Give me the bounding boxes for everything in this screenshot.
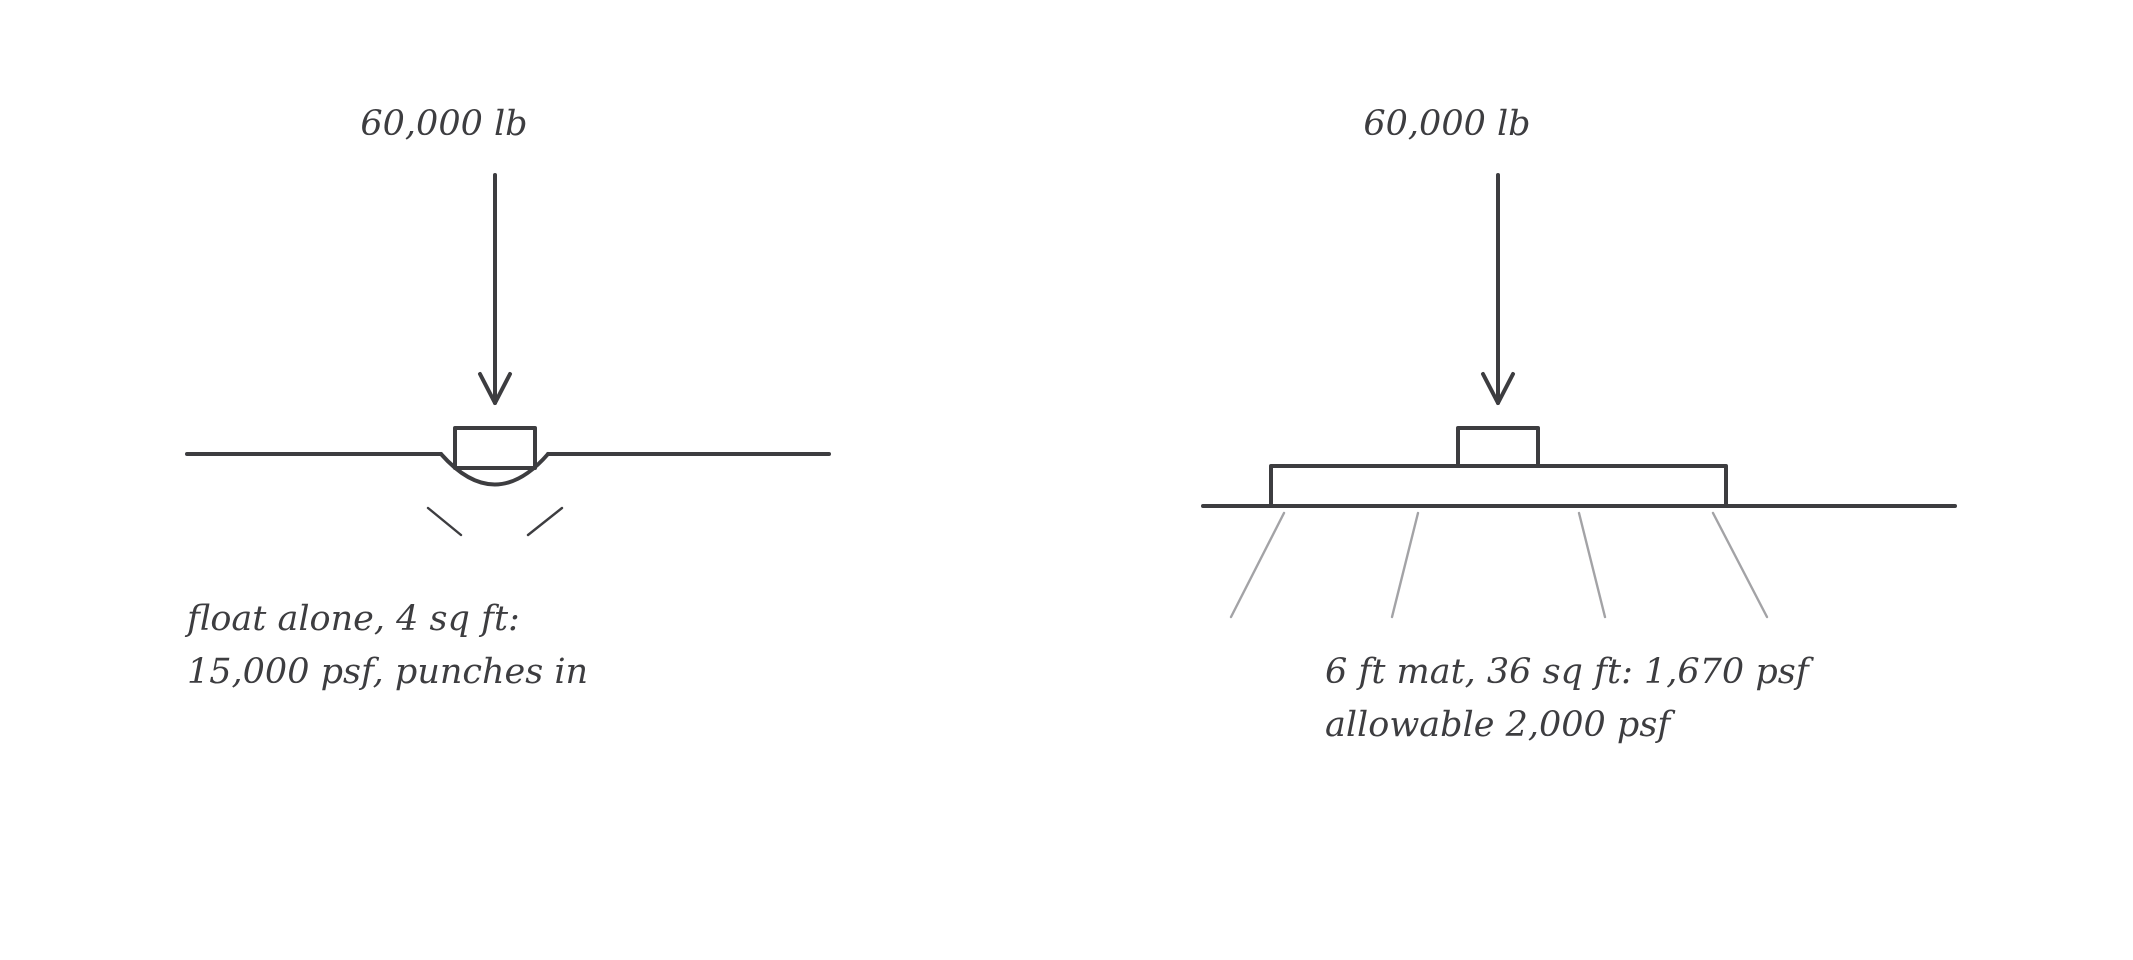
right-pressure-spread-lines: [1229, 511, 1769, 619]
right-pressure-line-4: [1711, 511, 1769, 619]
left-caption-line-1: float alone, 4 sq ft:: [184, 599, 520, 639]
right-pressure-line-1: [1229, 511, 1286, 619]
right-mat: [1269, 464, 1728, 508]
left-pressure-mark-right: [526, 506, 564, 537]
right-pressure-line-2: [1390, 511, 1420, 619]
right-float-block: [1456, 426, 1540, 468]
right-panel: 60,000 lb 6 ft mat, 36 sq ft: 1,670 psf …: [1201, 104, 1957, 745]
left-float-block: [453, 426, 537, 470]
left-load-label: 60,000 lb: [360, 104, 527, 144]
right-caption-line-2: allowable 2,000 psf: [1325, 705, 1676, 745]
right-pressure-line-3: [1577, 511, 1607, 619]
right-load-arrow: [1481, 173, 1515, 405]
right-arrow-head: [1481, 372, 1515, 405]
left-pressure-mark-left: [426, 506, 463, 537]
left-load-arrow: [478, 173, 512, 405]
left-arrow-head: [478, 372, 512, 405]
left-punch-depression: [439, 452, 550, 487]
left-caption-line-2: 15,000 psf, punches in: [187, 652, 588, 692]
left-panel: 60,000 lb float alone, 4 sq ft: 15,000 p…: [184, 104, 831, 692]
right-load-label: 60,000 lb: [1363, 104, 1530, 144]
right-caption-line-1: 6 ft mat, 36 sq ft: 1,670 psf: [1325, 652, 1815, 692]
